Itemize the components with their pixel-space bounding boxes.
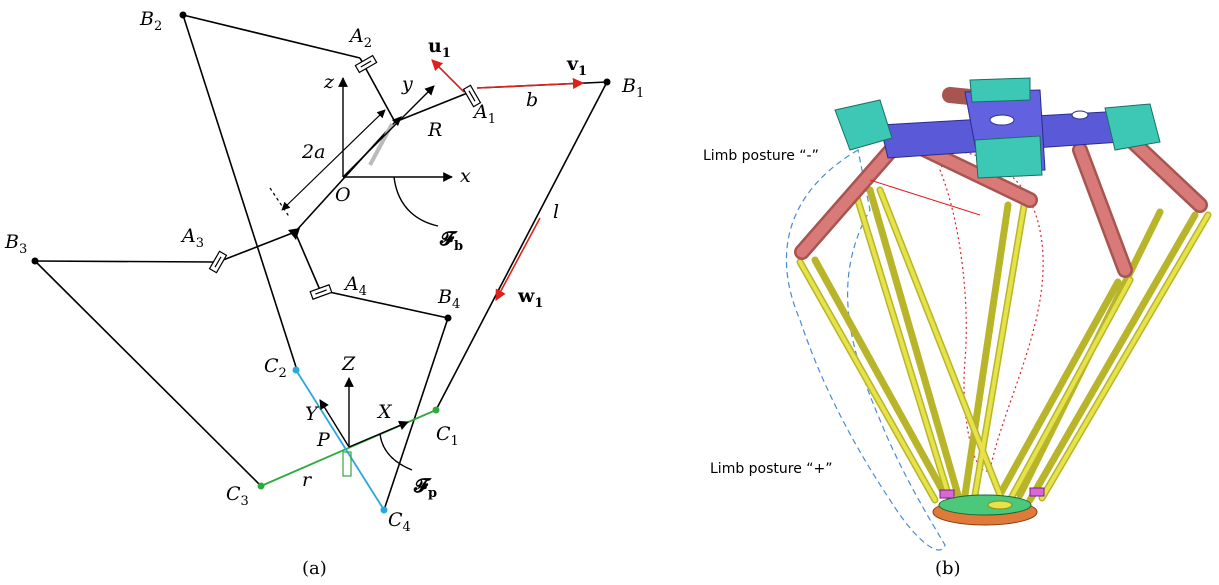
- label-R: R: [427, 119, 442, 141]
- label-b3: B3: [4, 231, 27, 257]
- label-b1: B1: [621, 75, 644, 101]
- axis-x: x: [460, 165, 471, 187]
- moving-platform: [932, 487, 1045, 526]
- label-posture-plus: Limb posture “+”: [710, 461, 833, 477]
- platform-joint: [342, 451, 352, 477]
- platform-cyan-bar: [295, 369, 385, 511]
- label-frame-p: 𝓕p: [413, 475, 437, 501]
- c2-dot: [292, 366, 300, 374]
- label-r: r: [302, 469, 313, 491]
- label-b2: B2: [139, 8, 162, 34]
- link-triangle-top: [392, 116, 402, 126]
- c1-dot: [432, 406, 440, 414]
- prismatic-joints: [208, 54, 482, 300]
- robot-render-b: Limb posture “-” Limb posture “+” (b): [703, 77, 1212, 579]
- motors: [834, 77, 1161, 179]
- dimension-extension: [269, 187, 291, 219]
- joint-dots: [31, 11, 611, 322]
- axis-z: z: [323, 71, 335, 93]
- v1-vector: [476, 77, 585, 90]
- leg-highlights: [798, 188, 1210, 502]
- axis-Z: Z: [341, 353, 356, 375]
- label-a4: A4: [343, 273, 367, 299]
- label-a1: A1: [472, 101, 496, 127]
- label-v1: v1: [566, 53, 587, 79]
- label-2a: 2a: [301, 141, 325, 163]
- u1-vector: [431, 59, 465, 93]
- posture-plus-outline: [785, 149, 946, 551]
- c4-dot: [380, 506, 388, 514]
- link-triangle-bottom: [288, 228, 300, 240]
- w1-vector: [495, 217, 541, 301]
- platform-frame: [319, 377, 413, 471]
- label-c4: C4: [388, 509, 411, 535]
- c3-dot: [257, 482, 265, 490]
- caption-b: (b): [935, 558, 961, 579]
- label-b4: B4: [437, 286, 460, 312]
- axis-Y: Y: [305, 403, 320, 425]
- label-posture-minus: Limb posture “-”: [703, 148, 819, 164]
- base-frame: [338, 77, 453, 227]
- label-a3: A3: [180, 225, 204, 251]
- label-O: O: [335, 184, 351, 206]
- label-P: P: [316, 429, 331, 451]
- dimension-2a: [281, 109, 386, 211]
- diagram-a: B2 B1 B3 B4 A2 A1 A3 A4 C2 C1 C3 C4 z y …: [4, 8, 644, 579]
- label-u1: u1: [428, 35, 451, 61]
- axis-y: y: [401, 73, 413, 95]
- label-c2: C2: [264, 355, 287, 381]
- posture-minus-leader: [869, 179, 981, 216]
- label-a2: A2: [348, 25, 372, 51]
- label-c3: C3: [226, 483, 249, 509]
- label-b: b: [526, 89, 538, 111]
- caption-a: (a): [302, 558, 327, 579]
- parallelogram-legs: [796, 186, 1212, 504]
- axis-X: X: [376, 401, 393, 423]
- label-w1: w1: [517, 285, 543, 311]
- label-l: l: [553, 201, 559, 223]
- label-frame-b: 𝓕b: [439, 228, 463, 254]
- label-c1: C1: [436, 423, 459, 449]
- shaft-highlight: [368, 123, 394, 166]
